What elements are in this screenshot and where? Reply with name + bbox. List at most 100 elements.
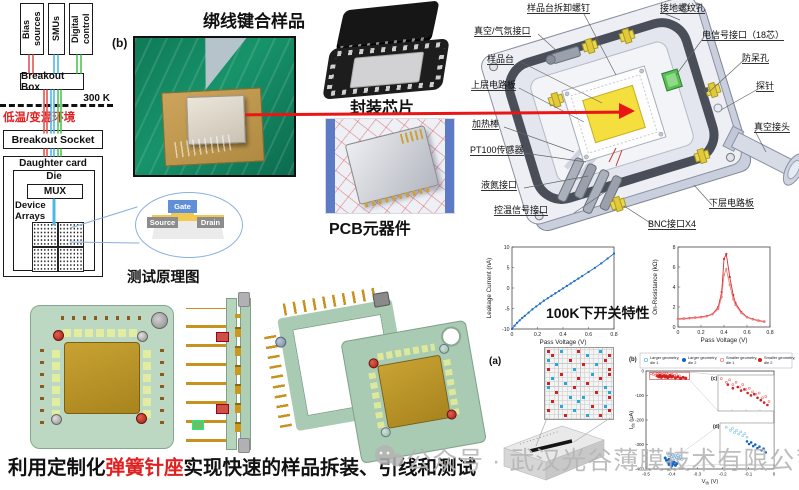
signal-connector-green — [661, 68, 683, 92]
yield-cell-pass — [608, 390, 612, 395]
yield-cell-pass — [559, 404, 563, 408]
standoff-bottom — [238, 438, 250, 453]
svg-text:Smaller geometry,: Smaller geometry, — [726, 355, 757, 360]
transistor-channel-layer — [152, 215, 224, 221]
svg-text:-0.3: -0.3 — [693, 472, 701, 477]
scatter-group — [656, 373, 688, 380]
screw-silver — [51, 414, 62, 425]
photo-edge-left — [326, 119, 335, 213]
yield-cell-pass — [590, 372, 594, 376]
svg-text:-5: -5 — [505, 306, 510, 312]
mux-box: MUX — [27, 184, 83, 199]
svg-text:Pass Voltage (V): Pass Voltage (V) — [701, 337, 748, 344]
smus-label: SMUs — [51, 16, 62, 42]
panel-b-photo-label: (b) — [112, 36, 128, 50]
cad-label-signal-port-18: 电信号接口（18芯） — [702, 30, 785, 42]
yield-cell-fail — [594, 390, 599, 395]
yield-cell-pass — [586, 413, 590, 418]
chip-pads-left — [326, 58, 337, 90]
via-dots-right — [160, 346, 164, 424]
svg-text:10: 10 — [504, 245, 510, 251]
wirebond-photo — [133, 36, 296, 177]
svg-text:die 2: die 2 — [688, 360, 696, 365]
socket-side-view — [186, 292, 256, 454]
zoom-box-red — [649, 371, 690, 381]
yield-cell-fail — [608, 354, 612, 358]
svg-text:-300: -300 — [635, 442, 645, 447]
cad-label-vacuum-atmosphere-port: 真空/气氛接口 — [474, 26, 531, 38]
yield-cell-pass — [594, 363, 599, 367]
svg-text:-400: -400 — [635, 467, 645, 472]
svg-text:Larger geometry,: Larger geometry, — [650, 355, 679, 360]
socket-center-pad — [64, 342, 140, 414]
red-connector — [216, 404, 229, 414]
svg-text:Larger geometry,: Larger geometry, — [688, 355, 717, 360]
cad-label-temp-signal-port: 控温信号接口 — [494, 205, 549, 217]
svg-text:-0.4: -0.4 — [668, 472, 676, 477]
foolproof-hole — [703, 87, 709, 93]
yield-cell-pass — [555, 363, 559, 367]
caption-highlight: 弹簧针座 — [105, 457, 184, 479]
vacuum-tube — [722, 125, 799, 186]
svg-text:-0.5: -0.5 — [642, 472, 650, 477]
scatter-group — [663, 456, 679, 468]
die-active-area — [529, 439, 573, 453]
svg-text:-0.2: -0.2 — [719, 472, 727, 477]
qfn-chips-photo — [316, 0, 462, 100]
yield-cell-fail — [608, 367, 612, 372]
cad-label-pt100-sensor: PT100传感器 — [470, 145, 524, 157]
yield-cell-pass — [581, 395, 585, 399]
yield-cell-fail — [590, 404, 594, 408]
cad-label-heater-rod: 加热棒 — [472, 119, 500, 131]
svg-text:8: 8 — [673, 245, 676, 251]
svg-text:die 1: die 1 — [650, 360, 658, 365]
yellow-plug — [693, 147, 711, 165]
svg-text:0.8: 0.8 — [766, 330, 773, 336]
transistor-source: Source — [147, 217, 178, 228]
yield-cell-fail — [586, 381, 590, 385]
pad-col-left — [52, 346, 60, 418]
yield-cell-pass — [586, 354, 590, 358]
svg-text:(b): (b) — [629, 357, 637, 363]
via-dots-top — [61, 316, 141, 320]
yield-cell-fail — [599, 377, 603, 381]
pcb-module-photo — [325, 118, 455, 214]
red-arrow-head — [619, 103, 635, 119]
chip-pads-right — [435, 48, 446, 80]
switching-note: 100K下开关特性 — [546, 305, 650, 321]
yield-cell-pass — [577, 400, 581, 404]
svg-text:Ids (μA): Ids (μA) — [629, 411, 635, 430]
series-run 2 — [676, 267, 766, 324]
stage-wire — [615, 149, 623, 167]
yield-cell-fail — [546, 367, 550, 372]
series-leakage — [510, 252, 616, 331]
cad-label-foolproof-hole: 防呆孔 — [742, 53, 770, 65]
inset-plot — [717, 374, 775, 412]
svg-text:(d): (d) — [713, 424, 720, 430]
wechat-icon — [375, 445, 404, 467]
wirebond-title: 绑线键合样品 — [203, 12, 305, 31]
yield-cell-fail — [572, 386, 577, 390]
yield-cell-fail — [550, 354, 555, 358]
svg-text:0: 0 — [673, 325, 676, 331]
yield-cell-pass — [564, 381, 568, 385]
yield-cell-fail — [550, 400, 555, 404]
transistor-gate: Gate — [168, 200, 197, 213]
yield-cell-fail — [564, 413, 568, 418]
temperature-boundary-dashed-line — [0, 104, 113, 107]
yield-cell-fail — [608, 372, 612, 376]
yield-cell-fail — [546, 349, 550, 353]
svg-text:0.2: 0.2 — [534, 332, 541, 338]
device-array-block — [58, 247, 84, 272]
pin-barrels — [235, 314, 241, 432]
svg-text:-200: -200 — [635, 418, 645, 423]
yield-cell-pass — [546, 358, 550, 362]
yield-cell-fail — [603, 358, 607, 362]
photo-edge-right — [445, 119, 454, 213]
yield-cell-fail — [546, 409, 550, 413]
pcb-caption: PCB元器件 — [329, 221, 411, 238]
socket-front-view — [30, 305, 174, 449]
